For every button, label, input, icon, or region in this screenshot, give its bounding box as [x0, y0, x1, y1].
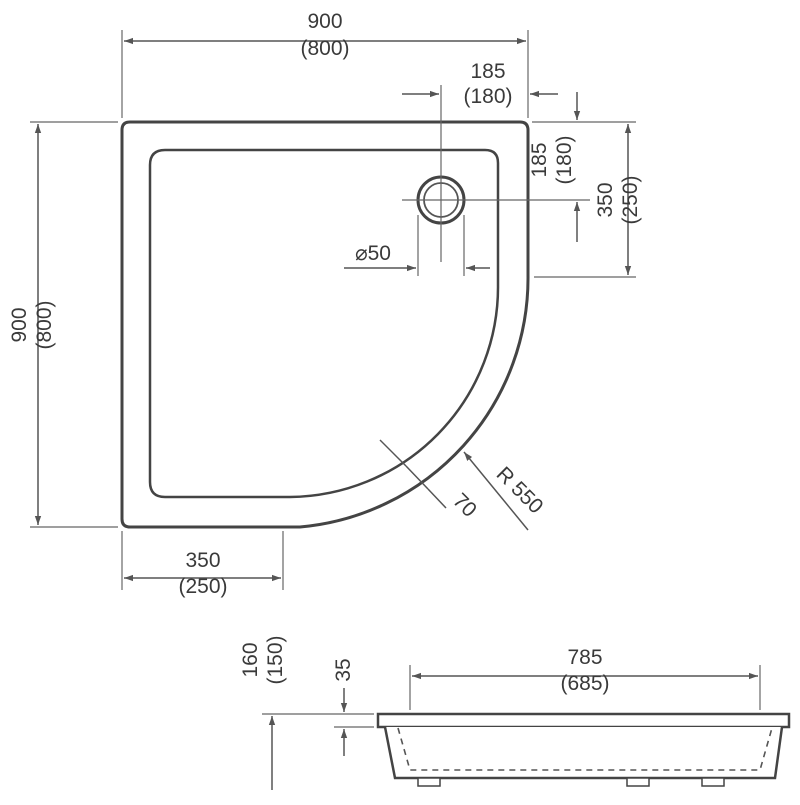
drain-offset-y-alt: (180) — [553, 135, 576, 184]
side-body — [383, 726, 784, 780]
straight-bottom-alt: (250) — [178, 575, 227, 598]
width-top-alt: (800) — [300, 37, 349, 60]
width-top-primary: 900 — [307, 10, 342, 33]
side-foot — [626, 777, 650, 787]
rim-height-label: 35 — [332, 658, 355, 681]
drain-offset-x-primary: 185 — [470, 60, 505, 83]
base-width-alt: (685) — [560, 672, 609, 695]
total-height-primary: 160 — [239, 642, 262, 677]
tray-outline — [120, 120, 530, 529]
height-left-primary: 900 — [8, 307, 31, 342]
straight-right-alt: (250) — [619, 175, 642, 224]
straight-bottom-primary: 350 — [185, 549, 220, 572]
dim-line-rim-tail — [427, 488, 447, 509]
rim-width-label: 70 — [448, 489, 481, 522]
total-height-alt: (150) — [264, 635, 287, 684]
drain-offset-y-primary: 185 — [528, 142, 551, 177]
side-foot — [417, 777, 441, 787]
dim-line-rim-lead — [379, 439, 407, 467]
base-width-primary: 785 — [567, 646, 602, 669]
drain-diameter-label: ⌀50 — [355, 242, 391, 265]
height-left-alt: (800) — [33, 300, 56, 349]
dim-line-rim-span — [405, 465, 429, 490]
side-foot — [701, 777, 725, 787]
side-rim — [376, 712, 791, 729]
plan-view: 900 (800) 185 (180) 185 (180) 350 (250) … — [8, 10, 642, 598]
tray-basin — [148, 148, 500, 499]
straight-right-primary: 350 — [594, 182, 617, 217]
drain-offset-x-alt: (180) — [463, 85, 512, 108]
dim-line-radius — [463, 451, 529, 531]
side-view: 785 (685) 35 160 (150) — [239, 635, 791, 790]
radius-label: R 550 — [492, 462, 548, 518]
